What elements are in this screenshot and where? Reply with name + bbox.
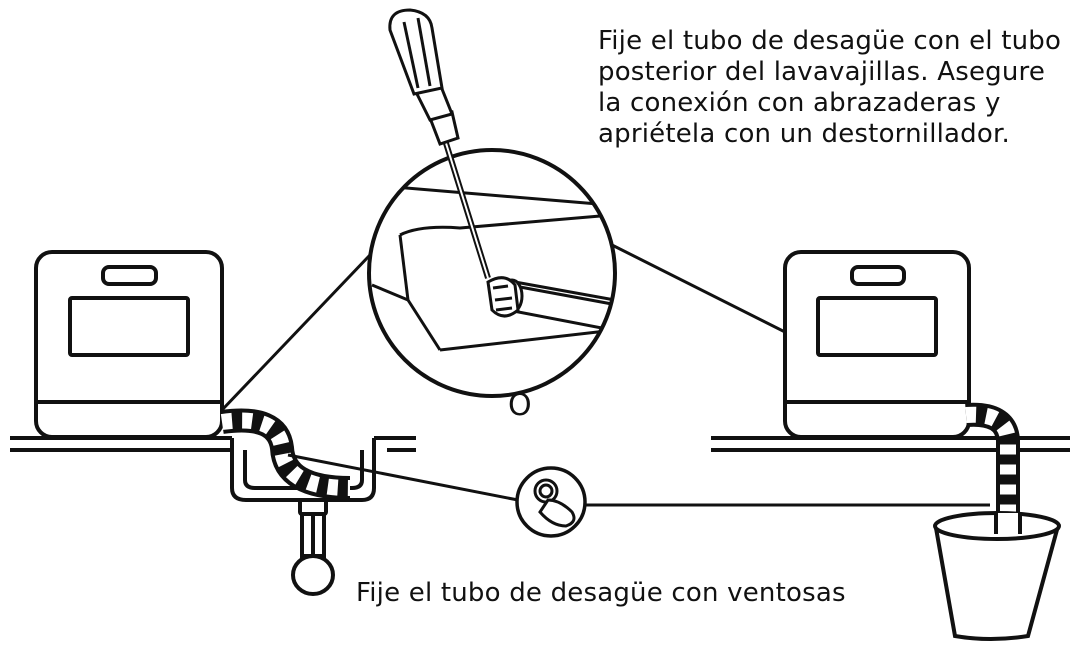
magnifier-detail <box>367 148 617 398</box>
instruction-hose-clamp: Fije el tubo de desagüe con el tubo post… <box>598 26 1068 150</box>
left-countertop <box>10 436 416 452</box>
sink-icon <box>230 438 376 596</box>
suction-cup-icon <box>515 466 587 538</box>
dishwasher-icon <box>34 250 224 439</box>
or-symbol: O <box>508 388 532 423</box>
left-drain-hose <box>220 408 351 500</box>
instruction-line: posterior del lavavajillas. Asegure <box>598 57 1046 87</box>
screwdriver-icon <box>388 8 491 279</box>
instruction-line: Fije el tubo de desagüe con el tubo <box>598 26 1062 56</box>
instruction-line: la conexión con abrazaderas y <box>598 88 1001 118</box>
right-drain-hose <box>965 402 1020 540</box>
dishwasher-icon-right <box>783 250 971 439</box>
instruction-suction-cups: Fije el tubo de desagüe con ventosas <box>356 578 846 608</box>
bucket-icon <box>933 511 1061 641</box>
instruction-line: apriétela con un destornillador. <box>598 119 1010 149</box>
